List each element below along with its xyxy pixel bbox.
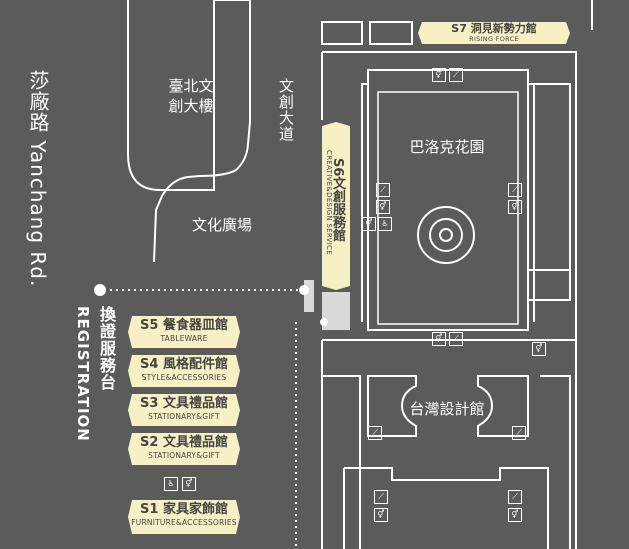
block-top-1 [321, 21, 363, 45]
stairs-icon: ⟋ [508, 183, 522, 197]
fountain-outer [417, 206, 475, 264]
route-dots [110, 289, 300, 549]
avenue-label: 文創大道 [277, 78, 295, 142]
restroom-icon: ⚥ [432, 68, 446, 82]
fountain-inner [439, 228, 453, 242]
right-edge [575, 0, 593, 340]
hall-s6[interactable]: S6文創服務館 CREATIVE&DESIGN SERVICE [322, 122, 350, 290]
restroom-icon: ⚥ [508, 508, 522, 522]
lower-complex [321, 339, 577, 549]
restroom-icon: ⚥ [432, 332, 446, 346]
stairs-icon: ⟋ [449, 332, 463, 346]
hall-s4[interactable]: S4 風格配件館 STYLE&ACCESSORIES [128, 355, 240, 387]
hall-s1[interactable]: S1 家具家飾館 FURNITURE&ACCESSORIES [128, 500, 240, 534]
restroom-icon: ⚥ [376, 200, 390, 214]
stairs-icon: ⟋ [449, 68, 463, 82]
restroom-icon: ⚥ [182, 477, 196, 491]
hall-s3-name: S3 文具禮品館 [140, 396, 228, 411]
hall-s1-name: S1 家具家飾館 [140, 502, 228, 517]
restroom-icon: ⚥ [532, 342, 546, 356]
restroom-icon: ⚥ [362, 217, 376, 231]
garden-label: 巴洛克花園 [409, 138, 485, 156]
hall-s7-name: S7 洞見新勢力館 [451, 22, 537, 35]
garden-inner [377, 91, 519, 325]
hall-s1-en: FURNITURE&ACCESSORIES [131, 518, 237, 527]
hall-s4-name: S4 風格配件館 [140, 357, 228, 372]
restroom-icon: ⚥ [374, 508, 388, 522]
stairs-icon: ⟋ [376, 183, 390, 197]
hall-s7-en: RISING FORCE [469, 35, 519, 43]
entry-marker [304, 280, 314, 312]
route-node-dot [320, 318, 328, 326]
fountain-mid [429, 218, 463, 252]
hall-s5-name: S5 餐食器皿館 [140, 318, 228, 333]
stairs-icon: ⟋ [508, 490, 522, 504]
outer-east-wall [321, 51, 577, 300]
registration-en: REGISTRATION [74, 306, 92, 442]
hall-s4-en: STYLE&ACCESSORIES [141, 373, 227, 382]
hall-s2[interactable]: S2 文具禮品館 STATIONARY&GIFT [128, 433, 240, 465]
accessible-icon: ♿ [378, 217, 392, 231]
design-hall [367, 375, 529, 437]
plaza-label: 文化廣場 [191, 216, 252, 234]
accessible-icon: ♿ [164, 477, 178, 491]
stairs-icon: ⟋ [374, 490, 388, 504]
hall-s6-en: CREATIVE&DESIGN SERVICE [325, 150, 333, 256]
lower-inner [343, 467, 549, 549]
registration-zh: 換證服務台 [97, 306, 116, 391]
hall-s3[interactable]: S3 文具禮品館 STATIONARY&GIFT [128, 394, 240, 426]
restroom-icon: ⚥ [508, 200, 522, 214]
route-end-dot [299, 285, 309, 295]
tower-building-outline [127, 0, 251, 263]
hall-s2-en: STATIONARY&GIFT [148, 451, 220, 460]
hall-s3-en: STATIONARY&GIFT [148, 412, 220, 421]
tower-label: 臺北文 創大樓 [168, 77, 214, 115]
design-hall-label: 台灣設計館 [409, 400, 485, 418]
garden-annex [528, 83, 571, 301]
hall-s5[interactable]: S5 餐食器皿館 TABLEWARE [128, 316, 240, 348]
hall-s6-name: S6文創服務館 [330, 158, 345, 242]
route-start-dot [94, 284, 106, 296]
block-top-2 [369, 21, 413, 45]
road-label: 莎廠路 Yanchang Rd. [26, 70, 50, 288]
hall-s5-en: TABLEWARE [160, 334, 208, 343]
stairs-icon: ⟋ [368, 426, 382, 440]
hall-s7[interactable]: S7 洞見新勢力館 RISING FORCE [418, 22, 570, 44]
hall-s2-name: S2 文具禮品館 [140, 435, 228, 450]
stairs-icon: ⟋ [512, 426, 526, 440]
